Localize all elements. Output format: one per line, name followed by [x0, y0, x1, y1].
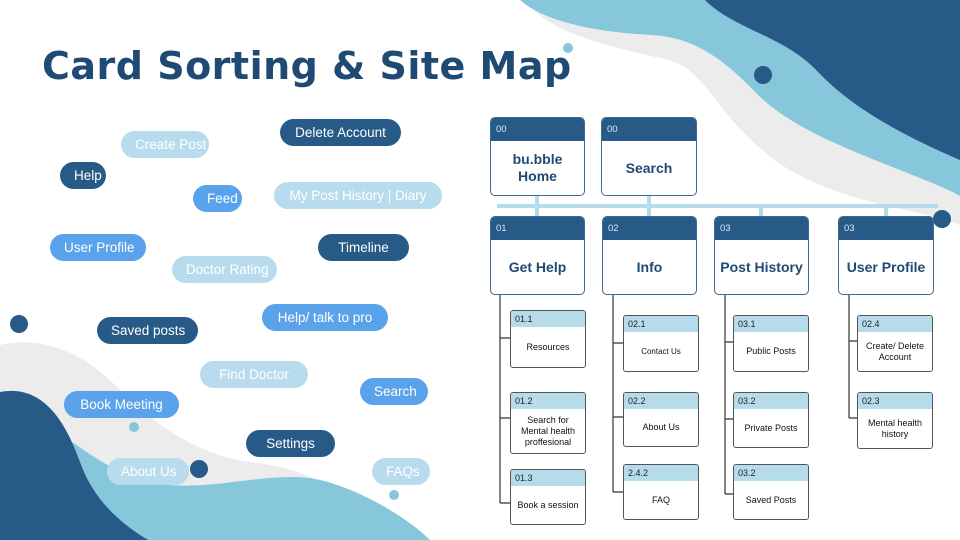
sitemap-subnode-resources: 01.1 Resources: [510, 310, 586, 368]
sitemap-node-search: 00 Search: [601, 117, 697, 196]
subnode-number: 02.1: [624, 316, 698, 332]
card-delete-account: Delete Account: [280, 119, 401, 146]
subnode-label: Saved Posts: [745, 494, 797, 505]
node-label: User Profile: [846, 258, 926, 275]
sitemap-subnode-book-session: 01.3 Book a session: [510, 469, 586, 525]
sitemap-subnode-mental-health-history: 02.3 Mental health history: [857, 392, 933, 449]
node-label: Post History: [720, 258, 803, 275]
node-number: 02: [603, 217, 696, 240]
sitemap-node-post-history: 03 Post History: [714, 216, 809, 295]
subnode-number: 02.3: [858, 393, 932, 409]
card-help-talk-to-pro: Help/ talk to pro: [262, 304, 388, 331]
sitemap-node-get-help: 01 Get Help: [490, 216, 585, 295]
node-label: Info: [636, 258, 663, 275]
subnode-label: Public Posts: [746, 346, 796, 356]
sitemap-subnode-search-professional: 01.2 Search for Mental health proffesion…: [510, 392, 586, 454]
sitemap-subnode-create-delete-account: 02.4 Create/ Delete Account: [857, 315, 933, 372]
subnode-label: Create/ Delete Account: [865, 340, 925, 362]
subnode-number: 03.2: [734, 393, 808, 409]
card-faqs: FAQs: [372, 458, 430, 485]
node-number: 00: [491, 118, 584, 141]
subnode-label: Contact Us: [641, 347, 681, 356]
page-title: Card Sorting & Site Map: [42, 44, 572, 88]
card-search: Search: [360, 378, 428, 405]
card-settings: Settings: [246, 430, 335, 457]
card-saved-posts: Saved posts: [97, 317, 198, 344]
card-create-post: Create Post: [121, 131, 209, 158]
subnode-number: 02.2: [624, 393, 698, 409]
node-number: 00: [602, 118, 696, 141]
sitemap-subnode-faq: 2.4.2 FAQ: [623, 464, 699, 520]
node-label: Search: [625, 159, 673, 176]
card-about-us: About Us: [107, 458, 189, 485]
card-book-meeting: Book Meeting: [64, 391, 179, 418]
sitemap-subnode-about-us: 02.2 About Us: [623, 392, 699, 447]
node-label: Get Help: [508, 258, 567, 275]
card-user-profile: User Profile: [50, 234, 146, 261]
subnode-label: Search for Mental health proffesional: [520, 414, 576, 447]
subnode-label: FAQ: [651, 494, 670, 505]
sitemap-subnode-public-posts: 03.1 Public Posts: [733, 315, 809, 372]
subnode-number: 03.1: [734, 316, 808, 332]
node-number: 03: [839, 217, 933, 240]
subnode-number: 01.1: [511, 311, 585, 327]
card-help: Help: [60, 162, 106, 189]
sitemap-node-user-profile: 03 User Profile: [838, 216, 934, 295]
node-number: 03: [715, 217, 808, 240]
sitemap-node-home: 00 bu.bble Home: [490, 117, 585, 196]
card-doctor-rating: Doctor Rating: [172, 256, 277, 283]
card-timeline: Timeline: [318, 234, 409, 261]
subnode-label: Private Posts: [744, 422, 798, 433]
subnode-number: 02.4: [858, 316, 932, 332]
card-find-doctor: Find Doctor: [200, 361, 308, 388]
subnode-label: Mental health history: [867, 417, 923, 439]
sitemap-subnode-private-posts: 03.2 Private Posts: [733, 392, 809, 448]
subnode-number: 03.2: [734, 465, 808, 481]
node-label: bu.bble Home: [512, 151, 563, 184]
card-feed: Feed: [193, 185, 242, 212]
subnode-number: 2.4.2: [624, 465, 698, 481]
sitemap-subnode-saved-posts: 03.2 Saved Posts: [733, 464, 809, 520]
subnode-label: About Us: [642, 422, 680, 432]
subnode-label: Resources: [526, 341, 570, 352]
sitemap-subnode-contact-us: 02.1 Contact Us: [623, 315, 699, 372]
sitemap-node-info: 02 Info: [602, 216, 697, 295]
card-my-post-history: My Post History | Diary: [274, 182, 442, 209]
subnode-number: 01.2: [511, 393, 585, 409]
subnode-label: Book a session: [517, 499, 579, 510]
subnode-number: 01.3: [511, 470, 585, 486]
node-number: 01: [491, 217, 584, 240]
